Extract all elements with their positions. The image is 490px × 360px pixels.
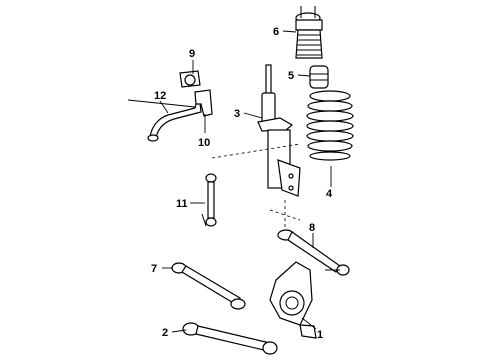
leader-lines — [159, 30, 332, 333]
coil-spring — [306, 90, 354, 161]
upper-arm — [277, 229, 350, 276]
callout-6: 6 — [273, 26, 279, 38]
callout-2: 2 — [162, 327, 168, 339]
callout-5: 5 — [288, 70, 294, 82]
callout-12: 12 — [154, 90, 166, 102]
stabilizer-bar — [127, 99, 202, 142]
callout-7: 7 — [151, 263, 157, 275]
lower-arm — [182, 322, 278, 355]
callout-10: 10 — [198, 137, 210, 149]
bump-stop — [309, 65, 329, 89]
trailing-arm — [171, 262, 246, 310]
callout-11: 11 — [176, 198, 188, 210]
callout-1: 1 — [317, 329, 323, 341]
callout-3: 3 — [234, 108, 240, 120]
strut — [257, 64, 301, 197]
callout-9: 9 — [189, 48, 195, 60]
callout-8: 8 — [309, 222, 315, 234]
strut-mount-and-boot — [295, 6, 323, 59]
knuckle — [269, 261, 317, 339]
assembly-guides — [211, 143, 301, 230]
stabilizer-bushing — [179, 70, 201, 88]
stabilizer-link — [201, 173, 217, 227]
bushing-bracket — [194, 89, 213, 117]
callout-4: 4 — [326, 188, 333, 200]
